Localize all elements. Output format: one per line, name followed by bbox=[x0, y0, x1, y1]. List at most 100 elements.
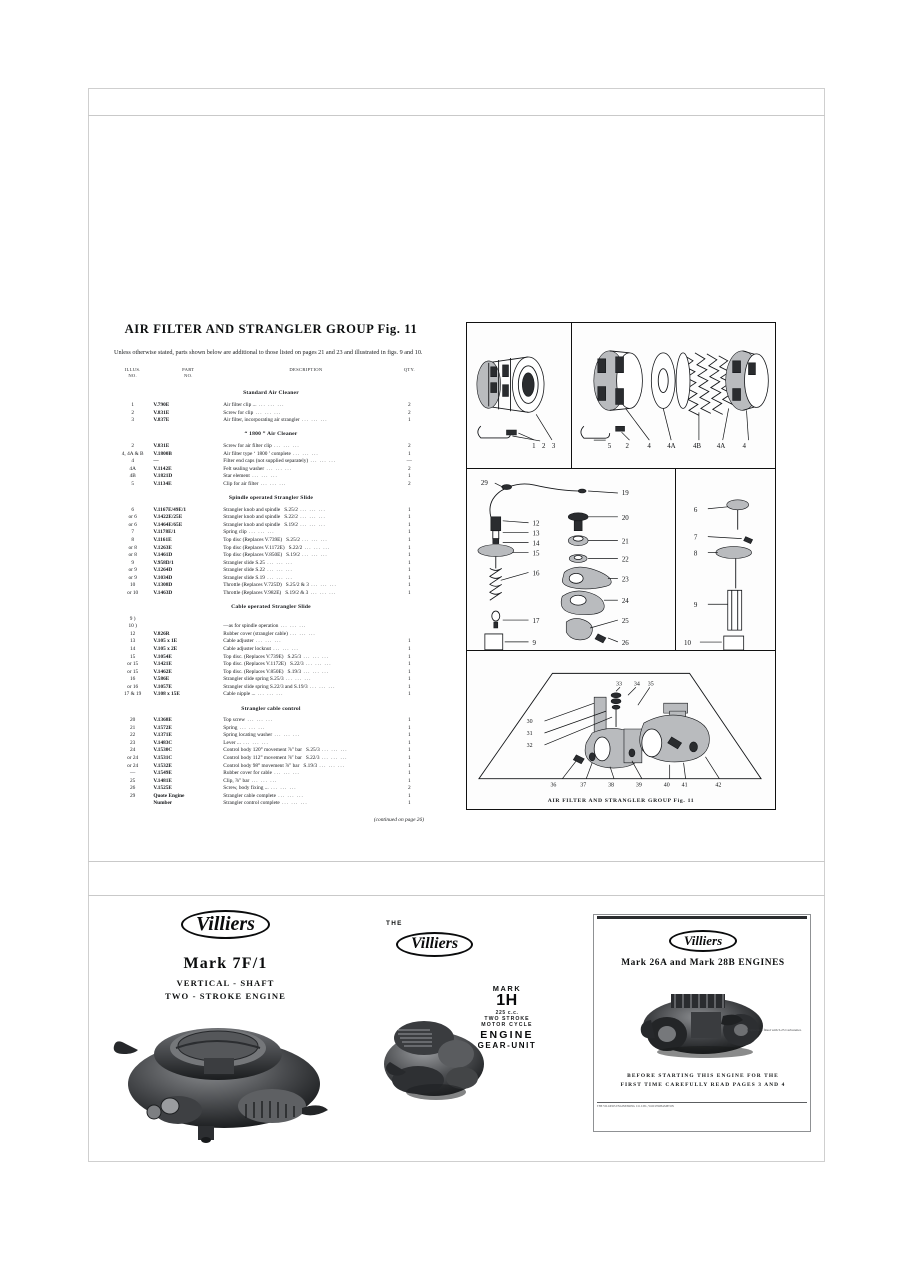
cell-part: V.1142E bbox=[153, 465, 172, 472]
cell-description: Strangler slide spring S.22/3 and S.19/3… bbox=[223, 683, 388, 691]
svg-text:15: 15 bbox=[533, 550, 540, 558]
svg-text:17: 17 bbox=[533, 617, 540, 625]
cell-illus: 4A bbox=[129, 465, 136, 472]
cell-description: Star element ... ... ... bbox=[223, 473, 388, 481]
leader-dots: ... ... ... bbox=[297, 521, 326, 528]
cell-illus: 16 bbox=[130, 676, 136, 683]
leader-dots: ... ... ... bbox=[308, 589, 337, 596]
continued-note: (continued on page 26) bbox=[373, 816, 424, 823]
cell-description: Top screw ... ... ... bbox=[223, 717, 388, 725]
cell-qty: 1 bbox=[408, 691, 411, 698]
cover1-subtitle-2: TWO - STROKE ENGINE bbox=[165, 991, 286, 1001]
table-row: 4—Filter end caps (not supplied separate… bbox=[112, 458, 430, 466]
leader-dots: ... ... ... bbox=[268, 785, 297, 792]
leader-dots: ... ... ... bbox=[303, 661, 332, 668]
cell-part: — bbox=[153, 458, 159, 465]
cell-illus: 23 bbox=[130, 739, 136, 746]
cell-illus: 14 bbox=[130, 645, 136, 652]
leader-dots: ... ... ... bbox=[264, 574, 293, 581]
cell-description: Spring clip ... ... ... bbox=[223, 529, 388, 537]
col-header-illus: ILLUS. NO. bbox=[124, 366, 141, 378]
cell-illus: 7 bbox=[131, 529, 134, 536]
cell-qty: 2 bbox=[408, 409, 411, 416]
cell-part: V.1532E bbox=[153, 762, 172, 769]
cover3-engine-photo bbox=[625, 976, 783, 1062]
parts-group-header: “ 1800 ” Air Cleaner bbox=[112, 424, 430, 442]
cell-illus: or 6 bbox=[128, 514, 137, 521]
cell-qty bbox=[389, 630, 430, 638]
cell-part: V.1483C bbox=[153, 739, 173, 746]
cell-description: Top disc. (Replaces V.739E)S.25/3 ... ..… bbox=[223, 653, 388, 661]
cell-part: V.1461D bbox=[153, 552, 173, 559]
cover1-engine-photo bbox=[106, 1014, 344, 1144]
cover2-mark-label: MARK bbox=[492, 984, 522, 993]
svg-text:26: 26 bbox=[622, 639, 629, 647]
cell-part: V.837E bbox=[153, 417, 170, 424]
leader-dots: ... ... ... bbox=[264, 567, 293, 574]
cell-description: Top disc (Replaces V.1172E)S.22/2 ... ..… bbox=[223, 544, 388, 552]
cover2-text-block: MARK 1H 225 c.c. TWO STROKE MOTOR CYCLE … bbox=[459, 984, 555, 1050]
description-text: Strangler slide S.25 bbox=[223, 559, 265, 566]
cell-illus: 4B bbox=[129, 473, 136, 480]
cell-qty: 1 bbox=[408, 514, 411, 521]
svg-text:23: 23 bbox=[622, 575, 629, 583]
cell-illus: or 10 bbox=[127, 589, 139, 596]
svg-text:34: 34 bbox=[634, 681, 640, 687]
svg-text:40: 40 bbox=[664, 783, 670, 789]
description-text: Air filter, incorporating air strangler bbox=[223, 417, 300, 424]
cover1-mark: Mark 7F/1 bbox=[183, 955, 268, 972]
leader-dots: ... ... ... bbox=[271, 770, 300, 777]
leader-dots: ... ... ... bbox=[275, 792, 304, 799]
cell-qty: 1 bbox=[408, 506, 411, 513]
cell-qty: 1 bbox=[408, 567, 411, 574]
size-code: S.25/2 & 3 bbox=[285, 582, 309, 589]
svg-text:8: 8 bbox=[694, 550, 698, 558]
cell-qty: 1 bbox=[408, 521, 411, 528]
cell-description: Cable nipple ... ... ... ... bbox=[223, 691, 388, 699]
cell-qty: 1 bbox=[408, 717, 411, 724]
svg-text:24: 24 bbox=[622, 597, 629, 605]
svg-text:4A: 4A bbox=[667, 442, 675, 450]
cell-illus: 8 bbox=[131, 536, 134, 543]
cell-illus: 3 bbox=[131, 417, 134, 424]
svg-text:22: 22 bbox=[622, 555, 629, 563]
leader-dots: ... ... ... bbox=[301, 668, 330, 675]
cell-part: V.586E bbox=[153, 676, 170, 683]
cell-qty: 1 bbox=[408, 574, 411, 581]
description-text: Star element bbox=[223, 473, 250, 480]
cover-thumbnails: Villiers Mark 7F/1 VERTICAL - SHAFT TWO … bbox=[88, 896, 825, 1161]
cell-illus: or 15 bbox=[127, 661, 139, 668]
cell-qty: 2 bbox=[408, 443, 411, 450]
cover2-capacity: 225 c.c. bbox=[495, 1009, 519, 1016]
cell-qty: 1 bbox=[408, 552, 411, 559]
description-text: Control body 120° movement ⅞″ bar bbox=[223, 747, 303, 754]
cell-illus: 9 bbox=[131, 559, 134, 566]
description-text: Top disc (Replaces V.850E) bbox=[223, 552, 283, 559]
cell-illus: 21 bbox=[130, 724, 136, 731]
cell-part: V.958D/1 bbox=[153, 559, 174, 566]
table-row: 3 V.837E Air filter, incorporating air str… bbox=[112, 417, 430, 425]
description-text: Cable adjuster bbox=[223, 638, 254, 645]
cell-part: V.108 x 15E bbox=[153, 691, 180, 698]
leader-dots: ... ... ... bbox=[299, 536, 328, 543]
cell-qty bbox=[389, 615, 430, 623]
cover3-warning: BEFORE STARTING THIS ENGINE FOR THE FIRS… bbox=[599, 1072, 807, 1091]
svg-text:32: 32 bbox=[527, 743, 533, 749]
cell-description: Clip, ⅞″ bar ... ... ... bbox=[223, 777, 388, 785]
description-text: Spring clip bbox=[223, 529, 247, 536]
description-text: —as for spindle operation bbox=[223, 623, 279, 630]
